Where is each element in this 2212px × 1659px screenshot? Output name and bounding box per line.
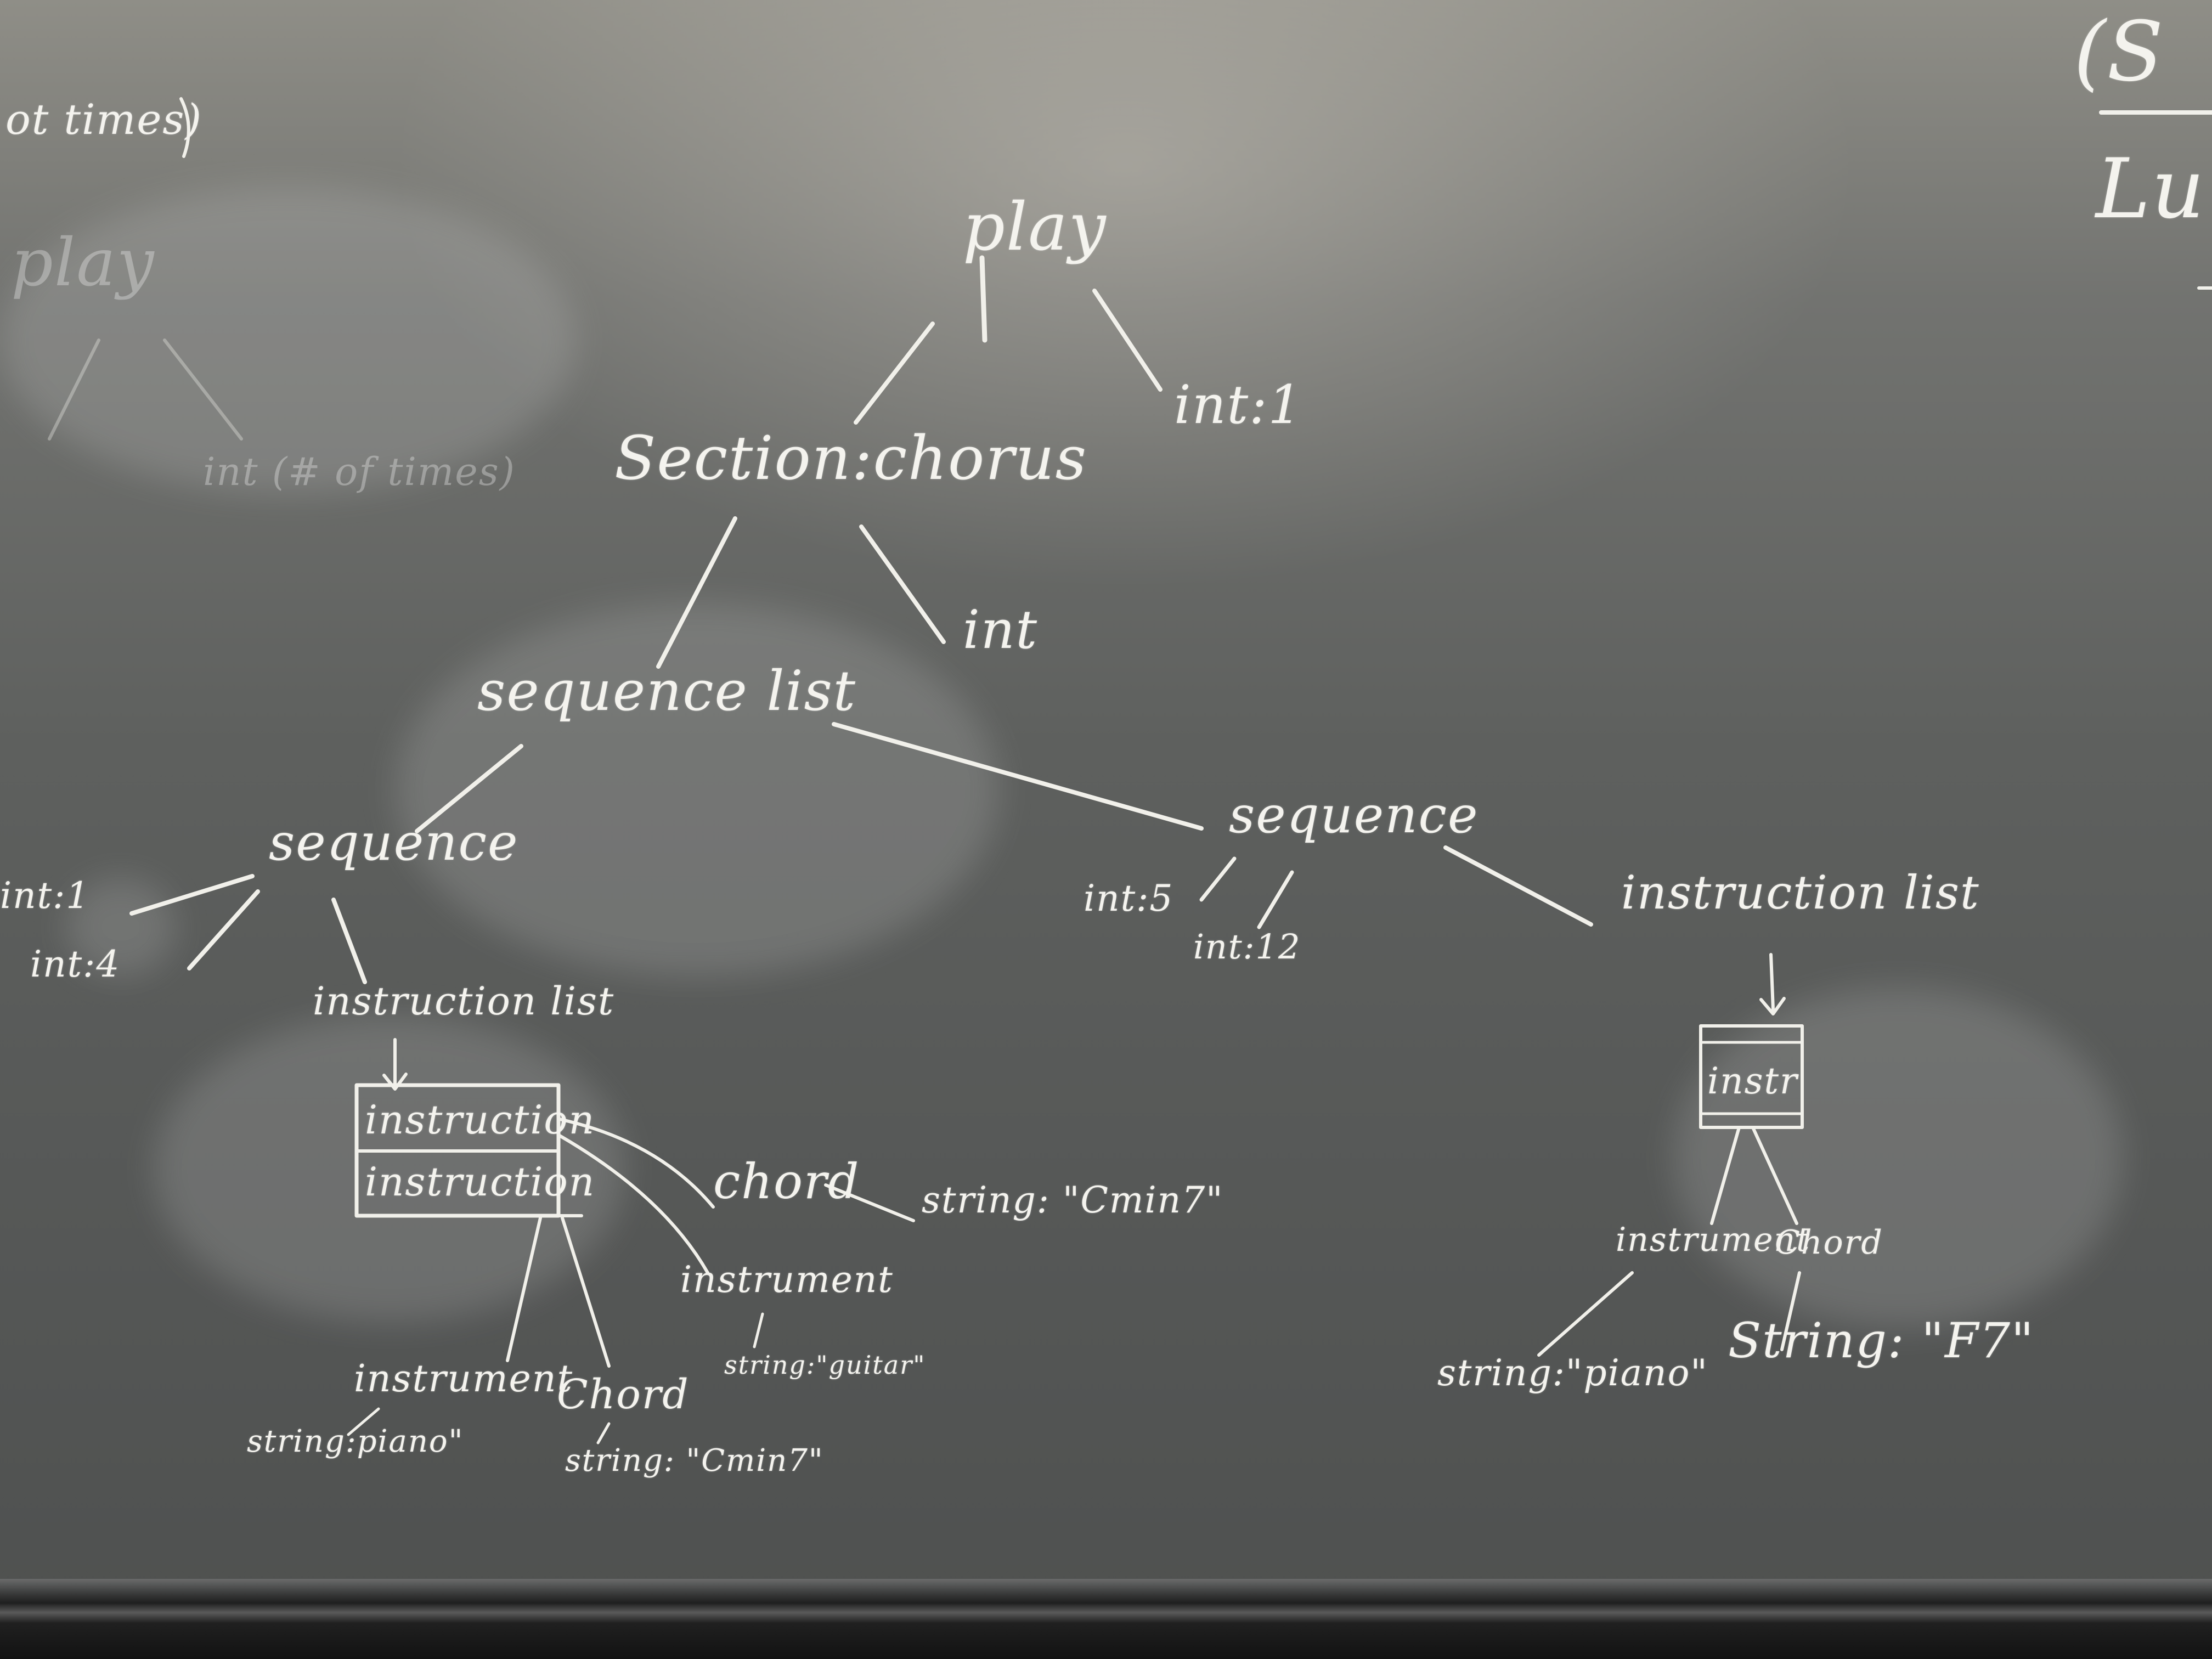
- faded-edge: [163, 338, 243, 441]
- node-play-int: int:1: [1174, 374, 1303, 436]
- edge-rbox-chord: [1751, 1126, 1798, 1225]
- node-left-int-b: int:4: [30, 943, 121, 985]
- corner-top-left-text: ot times): [5, 95, 202, 144]
- edge-rseq-instrlist: [1443, 845, 1593, 927]
- node-right-instrument-value: string:"piano": [1437, 1352, 1708, 1394]
- node-right-sequence: sequence: [1229, 786, 1479, 844]
- edge-lseq-instrlist: [331, 898, 367, 984]
- node-instrument-2: instrument: [354, 1357, 573, 1401]
- eraser-smudge: [0, 187, 576, 494]
- faded-int-label: int (# of times): [203, 449, 516, 494]
- node-right-int-a: int:5: [1084, 877, 1174, 919]
- edge-chord2-string: [596, 1422, 611, 1444]
- node-right-int-b: int:12: [1193, 927, 1301, 967]
- edge-seqlist-left: [415, 744, 523, 833]
- edge-instrument2-string: [347, 1407, 380, 1436]
- faded-edge: [48, 338, 100, 441]
- eraser-smudge: [395, 603, 998, 977]
- edge-box-chord: [558, 1118, 715, 1209]
- arrow-right-stem: [1769, 953, 1775, 1011]
- left-box-row-2: instruction: [365, 1159, 596, 1205]
- node-right-chord: Chord: [1775, 1223, 1883, 1262]
- edge-rchord-string: [1780, 1271, 1801, 1351]
- edge-box-instrument2: [506, 1216, 542, 1362]
- edge-rseq-int12: [1257, 870, 1294, 929]
- arrow-right-head: [1759, 997, 1786, 1015]
- eraser-smudge: [66, 878, 176, 977]
- edge-rseq-int5: [1199, 856, 1237, 902]
- node-chord-2: Chord: [557, 1371, 690, 1418]
- edge-play-section: [854, 321, 935, 425]
- edge-section-seqlist: [656, 516, 737, 669]
- node-right-instrument: instrument: [1616, 1221, 1811, 1259]
- edge-rbox-instrument: [1710, 1126, 1741, 1225]
- edge-box-chord2: [561, 1216, 611, 1368]
- edge-section-int: [859, 524, 946, 644]
- node-play: play: [963, 189, 1107, 266]
- chalk-tray: [0, 1579, 2212, 1659]
- node-right-instruction-list: instruction list: [1621, 866, 1980, 919]
- node-chord-2-value: string: "Cmin7": [565, 1443, 824, 1479]
- eraser-smudge: [154, 1015, 625, 1322]
- right-box-row: instr: [1707, 1060, 1798, 1102]
- edge-lseq-int4: [187, 889, 260, 970]
- arrow-left-head: [382, 1073, 408, 1091]
- edge-seqlist-right: [832, 722, 1204, 831]
- edge-play-int: [1092, 289, 1163, 392]
- node-chord-value: string: "Cmin7": [922, 1179, 1224, 1221]
- node-left-sequence: sequence: [269, 813, 519, 872]
- edge-instrument-string: [753, 1312, 764, 1348]
- node-right-chord-value: String: "F7": [1728, 1312, 2035, 1369]
- node-section-int: int: [963, 599, 1039, 661]
- node-instrument: instrument: [680, 1259, 894, 1301]
- node-instrument-2-value: string:piano": [247, 1424, 464, 1459]
- node-left-int-a: int:1: [0, 874, 91, 917]
- node-left-instruction-list: instruction list: [313, 979, 615, 1024]
- edge-play-stem: [979, 255, 988, 343]
- eraser-smudge: [1673, 988, 2123, 1328]
- left-box-row-1: instruction: [365, 1097, 596, 1143]
- node-instrument-value: string:"guitar": [724, 1350, 926, 1380]
- faded-play-label: play: [11, 225, 155, 301]
- node-section: Section:chorus: [614, 423, 1088, 493]
- edge-lseq-int1: [129, 874, 255, 916]
- edge-chord-string: [824, 1183, 915, 1222]
- node-chord: chord: [713, 1153, 860, 1210]
- edge-box-instrument: [558, 1134, 709, 1274]
- corner-top-right-text-2: Lu: [2096, 142, 2206, 237]
- corner-top-right-text-1: (S: [2074, 4, 2165, 100]
- edge-rinstrument-string: [1537, 1271, 1634, 1357]
- node-sequence-list: sequence list: [477, 659, 856, 723]
- corner-paren: [179, 97, 190, 158]
